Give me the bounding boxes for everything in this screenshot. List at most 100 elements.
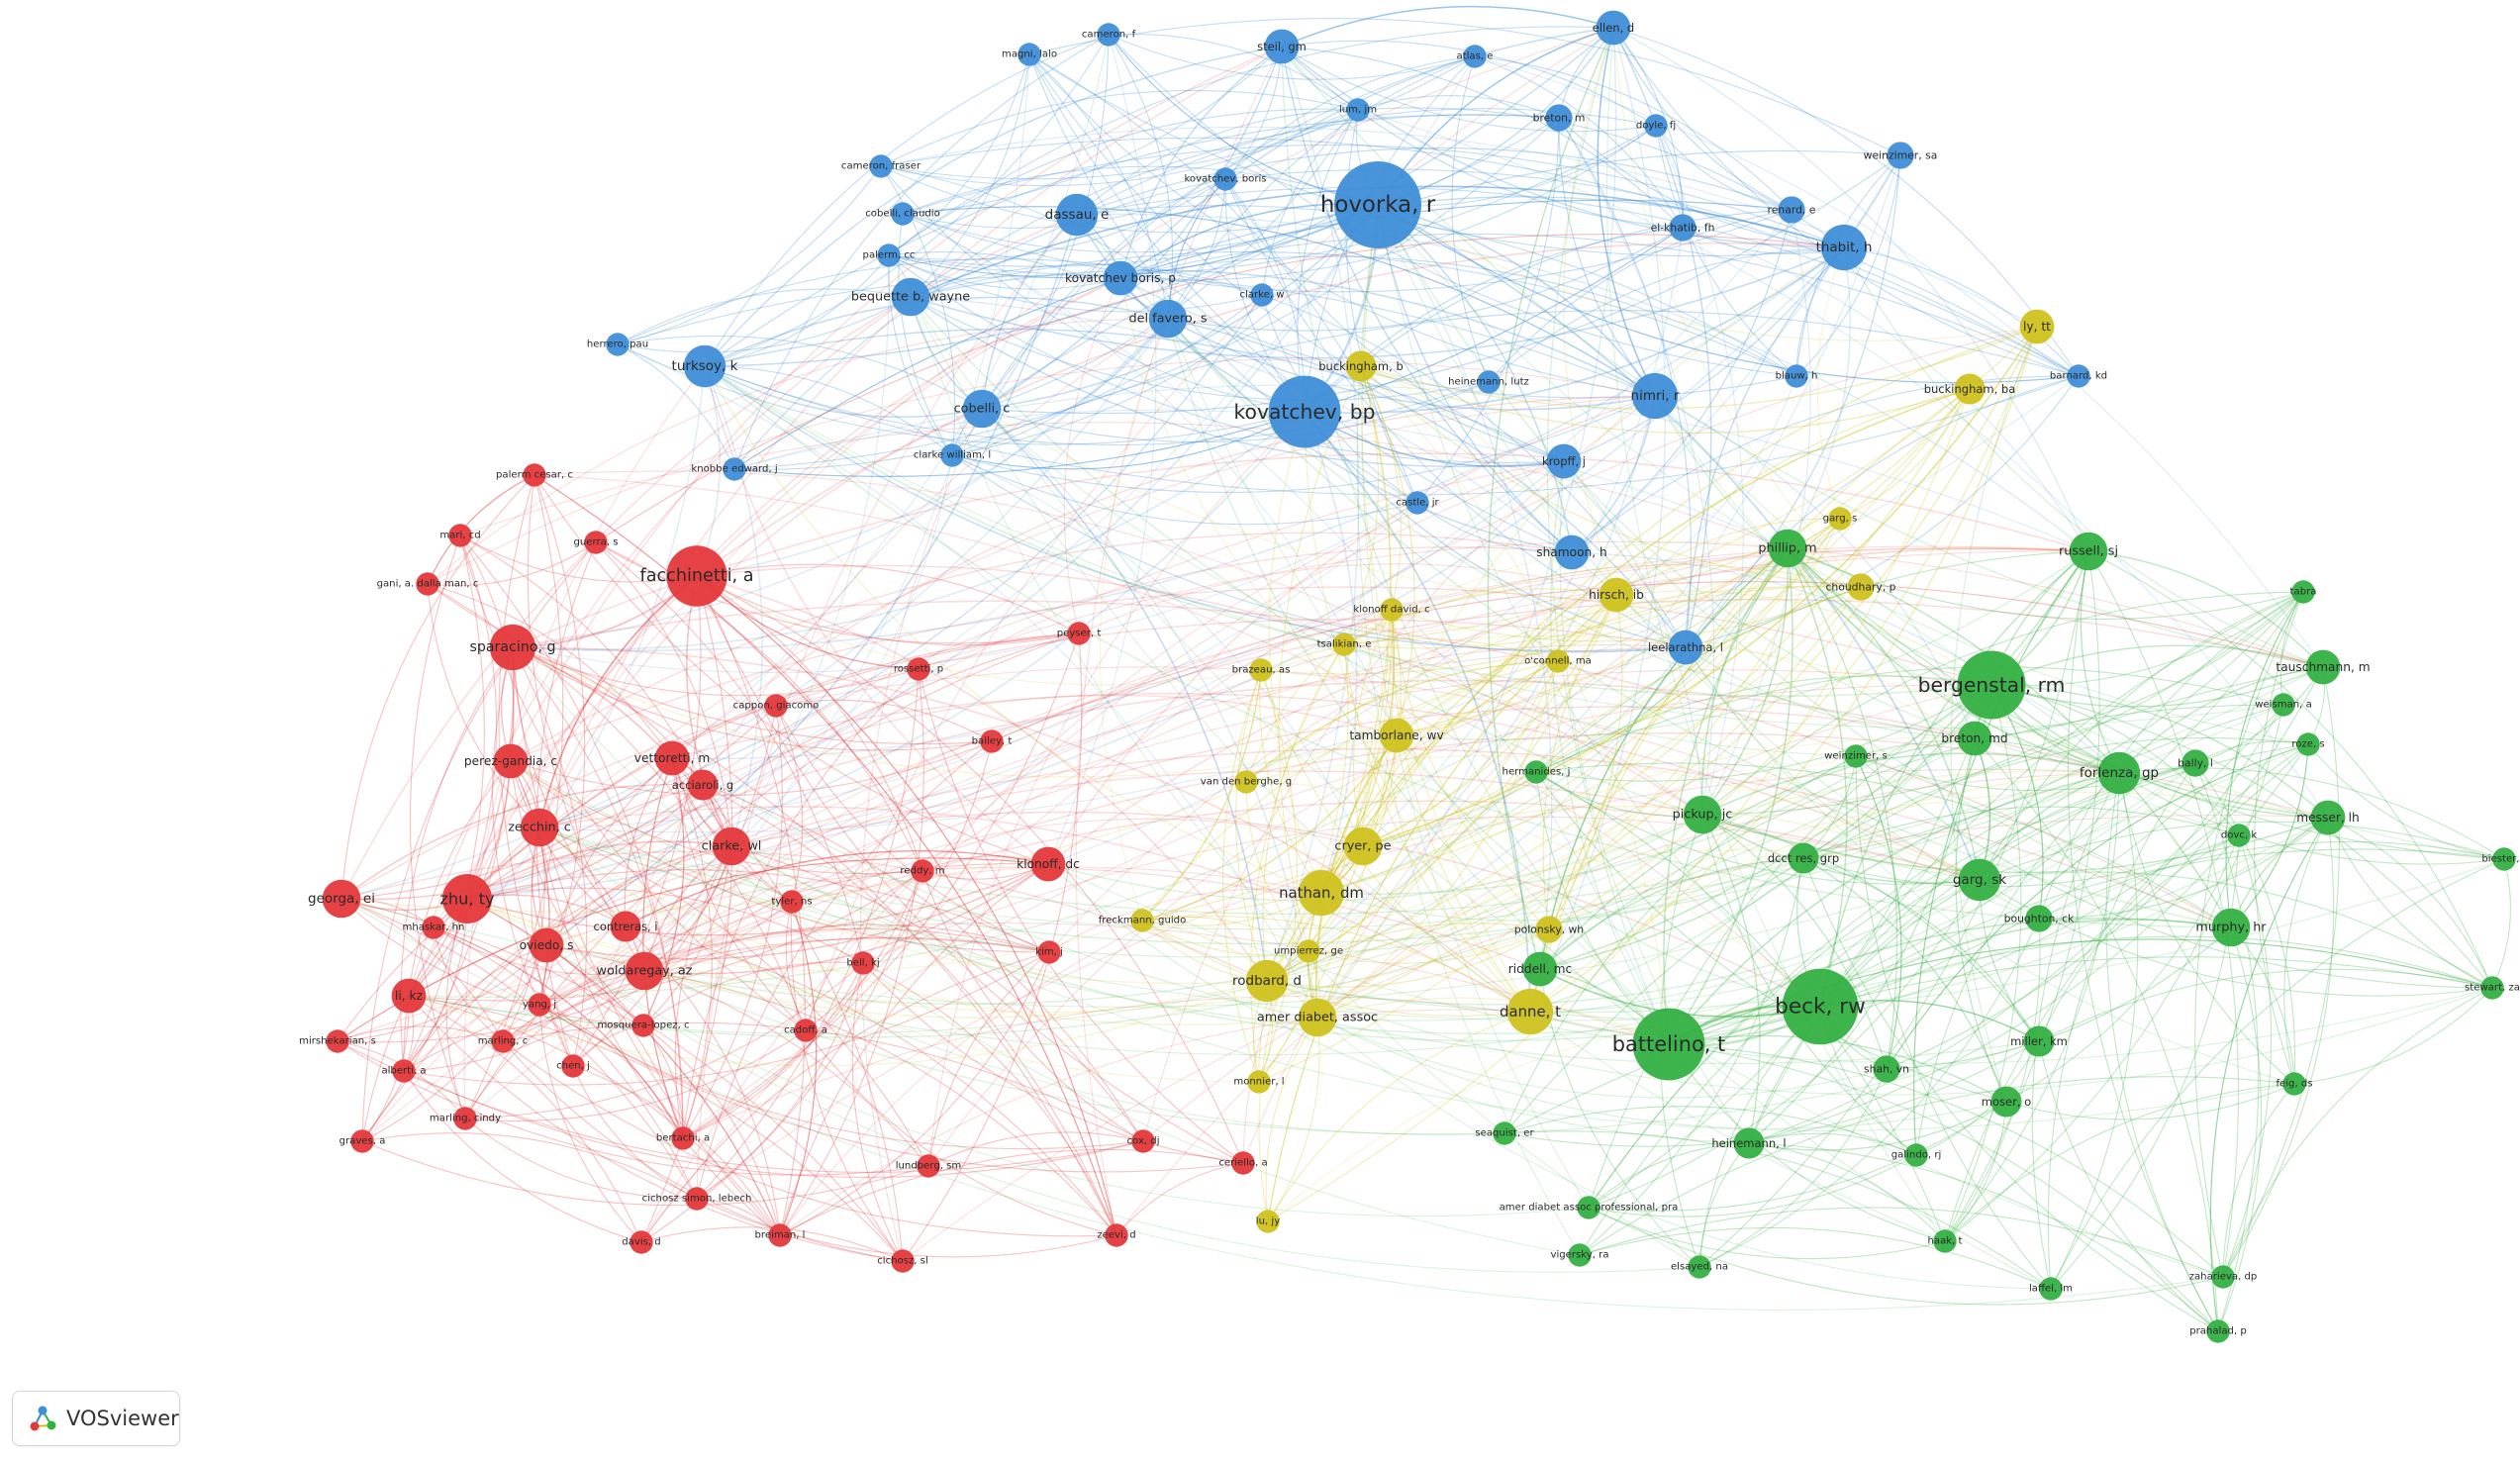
author-node[interactable]: [610, 911, 641, 942]
author-node[interactable]: [491, 1029, 515, 1053]
author-node[interactable]: [907, 657, 930, 681]
author-node[interactable]: [528, 993, 551, 1017]
author-node[interactable]: [891, 277, 930, 317]
author-node[interactable]: [1055, 193, 1099, 237]
author-node[interactable]: [1778, 196, 1805, 224]
author-node[interactable]: [1785, 364, 1808, 388]
author-node[interactable]: [1768, 529, 1807, 568]
author-node[interactable]: [1268, 375, 1341, 448]
author-node[interactable]: [1037, 940, 1061, 964]
author-node[interactable]: [1245, 959, 1289, 1003]
author-node[interactable]: [1506, 988, 1554, 1035]
author-node[interactable]: [1297, 939, 1320, 963]
author-node[interactable]: [2211, 908, 2251, 947]
author-node[interactable]: [1524, 760, 1548, 784]
author-node[interactable]: [1887, 142, 1914, 169]
author-node[interactable]: [1958, 858, 2001, 902]
author-node[interactable]: [392, 1059, 416, 1083]
author-node[interactable]: [529, 927, 564, 963]
author-node[interactable]: [1234, 770, 1258, 794]
author-node[interactable]: [2296, 732, 2320, 756]
author-node[interactable]: [1030, 846, 1066, 882]
author-node[interactable]: [1669, 214, 1696, 242]
author-node[interactable]: [1535, 916, 1563, 943]
author-node[interactable]: [2181, 749, 2209, 777]
author-node[interactable]: [671, 1126, 695, 1150]
author-node[interactable]: [1250, 283, 1274, 307]
author-node[interactable]: [1332, 632, 1356, 656]
author-node[interactable]: [1477, 370, 1501, 394]
author-node[interactable]: [1957, 721, 1992, 756]
author-node[interactable]: [794, 1019, 818, 1042]
author-node[interactable]: [1105, 1223, 1128, 1247]
author-node[interactable]: [584, 531, 608, 554]
author-node[interactable]: [2097, 751, 2141, 795]
author-node[interactable]: [350, 1129, 374, 1153]
author-node[interactable]: [523, 463, 546, 487]
author-node[interactable]: [1568, 1243, 1592, 1267]
author-node[interactable]: [489, 624, 536, 671]
author-node[interactable]: [391, 978, 427, 1014]
author-node[interactable]: [654, 740, 690, 776]
author-node[interactable]: [1632, 1008, 1705, 1081]
author-node[interactable]: [2069, 532, 2108, 571]
author-node[interactable]: [422, 916, 445, 939]
author-node[interactable]: [891, 202, 915, 226]
author-node[interactable]: [1631, 372, 1679, 420]
author-node[interactable]: [764, 694, 788, 718]
author-node[interactable]: [322, 879, 361, 919]
author-node[interactable]: [2039, 1277, 2063, 1301]
author-node[interactable]: [877, 243, 901, 267]
author-node[interactable]: [2480, 976, 2504, 1000]
author-node[interactable]: [2492, 847, 2516, 871]
author-node[interactable]: [2067, 364, 2090, 388]
author-node[interactable]: [1247, 1070, 1271, 1094]
author-node[interactable]: [2310, 800, 2346, 835]
author-node[interactable]: [1231, 1151, 1255, 1175]
author-node[interactable]: [520, 808, 559, 847]
author-node[interactable]: [1298, 869, 1345, 917]
author-node[interactable]: [1954, 373, 1986, 405]
author-node[interactable]: [768, 1223, 792, 1247]
author-node[interactable]: [453, 1107, 477, 1130]
author-node[interactable]: [2282, 1072, 2306, 1096]
author-node[interactable]: [712, 827, 751, 866]
author-node[interactable]: [869, 154, 893, 178]
author-node[interactable]: [1546, 443, 1582, 479]
author-node[interactable]: [326, 1029, 349, 1053]
author-node[interactable]: [1405, 491, 1429, 515]
author-node[interactable]: [980, 730, 1004, 753]
author-node[interactable]: [1599, 577, 1634, 613]
author-node[interactable]: [2291, 580, 2315, 604]
author-node[interactable]: [940, 443, 964, 467]
author-node[interactable]: [1298, 998, 1337, 1037]
author-node[interactable]: [1733, 1127, 1765, 1159]
author-node[interactable]: [1345, 350, 1377, 382]
author-node[interactable]: [687, 769, 719, 801]
author-node[interactable]: [606, 333, 630, 356]
author-node[interactable]: [1256, 1210, 1280, 1233]
author-node[interactable]: [1334, 161, 1421, 248]
author-node[interactable]: [1820, 224, 1868, 271]
author-node[interactable]: [1644, 114, 1668, 138]
author-node[interactable]: [1844, 744, 1868, 768]
author-node[interactable]: [1380, 598, 1404, 622]
author-node[interactable]: [1554, 535, 1590, 570]
author-node[interactable]: [1131, 1129, 1155, 1153]
author-node[interactable]: [1545, 104, 1573, 132]
author-node[interactable]: [1957, 650, 2026, 720]
author-node[interactable]: [683, 344, 727, 388]
author-node[interactable]: [917, 1154, 940, 1178]
author-node[interactable]: [1130, 909, 1154, 932]
author-node[interactable]: [780, 890, 804, 914]
author-node[interactable]: [1379, 718, 1414, 753]
author-node[interactable]: [1873, 1055, 1900, 1083]
author-node[interactable]: [1933, 1229, 1957, 1253]
author-node[interactable]: [2025, 905, 2053, 932]
author-node[interactable]: [1148, 299, 1188, 339]
vosviewer-badge[interactable]: VOSviewer: [12, 1391, 180, 1446]
author-node[interactable]: [1346, 98, 1370, 122]
author-node[interactable]: [1782, 968, 1859, 1045]
author-node[interactable]: [1990, 1086, 2022, 1118]
author-node[interactable]: [493, 743, 529, 779]
